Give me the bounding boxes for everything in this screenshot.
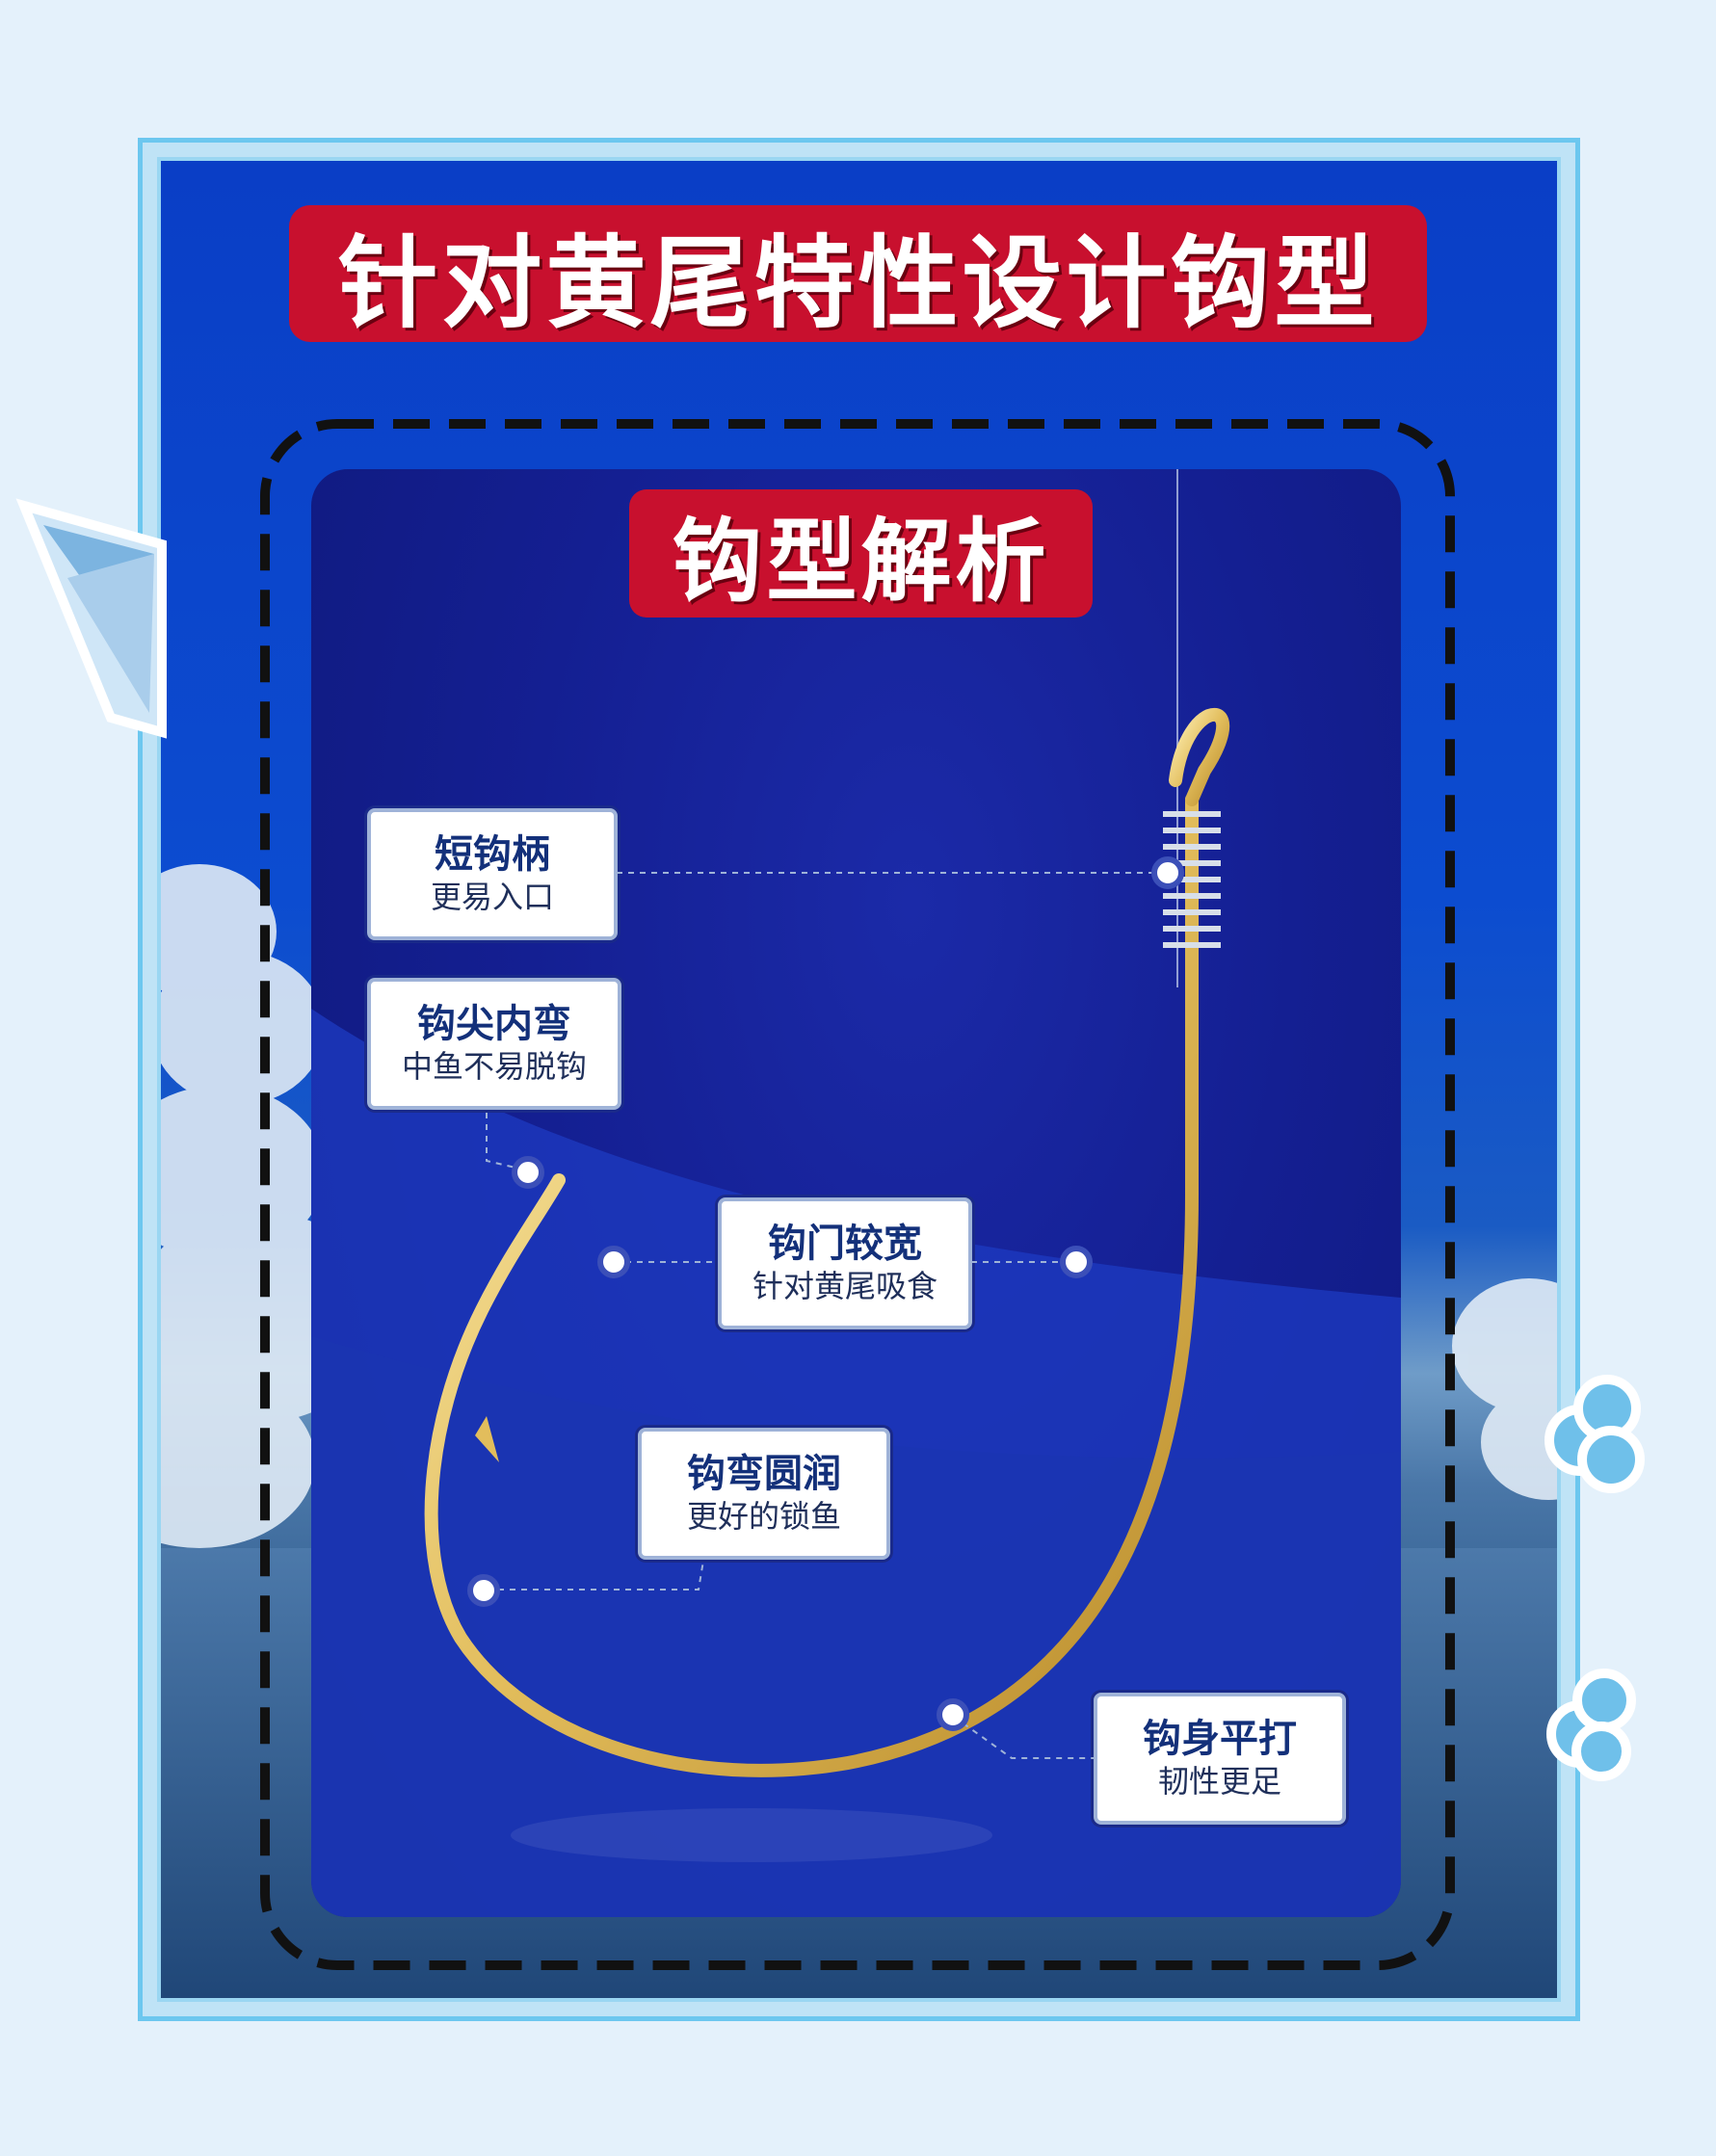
callout-title: 钩身平打 bbox=[1143, 1716, 1297, 1761]
callout-subtitle: 更易入口 bbox=[430, 878, 554, 915]
page-title: 针对黄尾特性设计钩型 bbox=[289, 205, 1427, 342]
callout-title: 钩尖内弯 bbox=[417, 1001, 571, 1046]
callout-subtitle: 韧性更足 bbox=[1157, 1762, 1281, 1800]
callout-subtitle: 更好的锁鱼 bbox=[686, 1497, 841, 1535]
callout-title: 短钩柄 bbox=[435, 831, 550, 877]
callout-title: 钩弯圆润 bbox=[687, 1451, 841, 1496]
callout-curved-point: 钩尖内弯 中鱼不易脱钩 bbox=[367, 978, 621, 1110]
callout-flat-body: 钩身平打 韧性更足 bbox=[1094, 1693, 1346, 1825]
callout-short-shank: 短钩柄 更易入口 bbox=[367, 808, 618, 940]
callout-round-bend: 钩弯圆润 更好的锁鱼 bbox=[638, 1428, 890, 1560]
callout-title: 钩门较宽 bbox=[768, 1221, 922, 1266]
callout-subtitle: 中鱼不易脱钩 bbox=[401, 1047, 587, 1085]
callout-subtitle: 针对黄尾吸食 bbox=[752, 1267, 937, 1304]
callout-wide-gap: 钩门较宽 针对黄尾吸食 bbox=[718, 1197, 972, 1329]
section-title: 钩型解析 bbox=[629, 489, 1093, 618]
